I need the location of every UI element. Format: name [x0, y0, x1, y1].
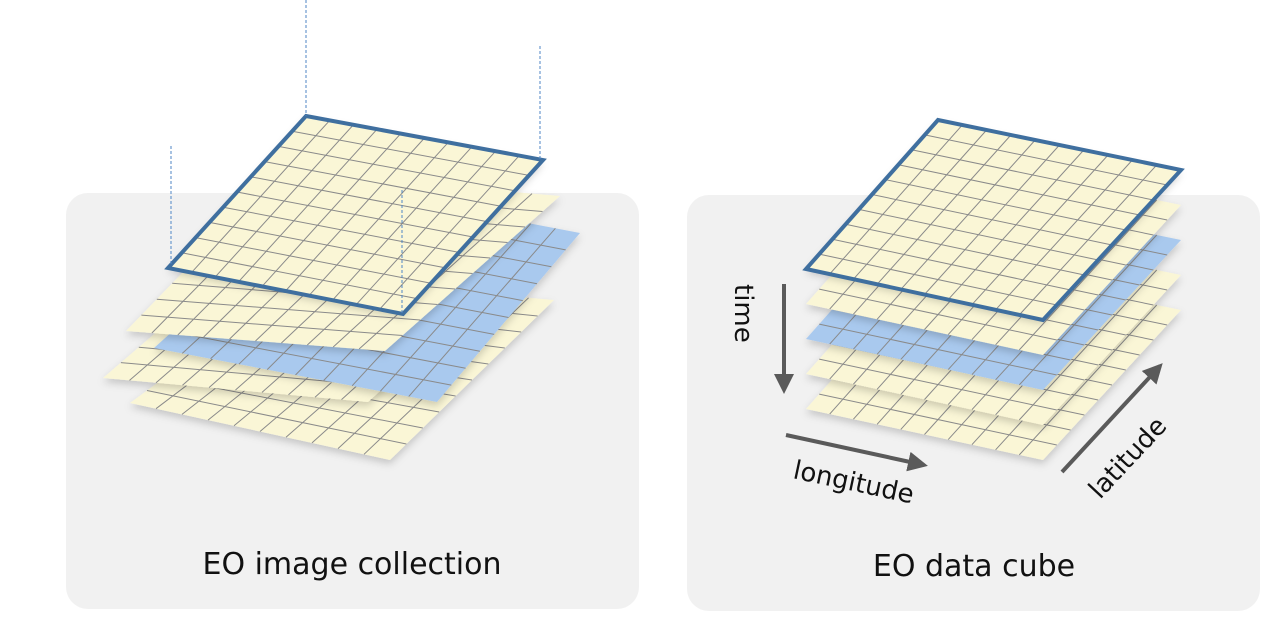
cube-layers [802, 117, 1185, 460]
collection-layers [103, 113, 580, 460]
latitude-arrow [1060, 363, 1163, 474]
top-grid-layer [802, 117, 1185, 323]
layer-border [164, 113, 547, 317]
time-label: time [728, 284, 758, 343]
collection-caption: EO image collection [202, 547, 501, 582]
grid-lines [819, 124, 1168, 316]
acquisition-lines [170, 0, 541, 314]
cube-caption: EO data cube [873, 549, 1075, 584]
top-grid-layer [164, 113, 547, 317]
longitude-arrow [785, 433, 928, 472]
grid-lines [181, 120, 530, 310]
layer-border [802, 117, 1185, 323]
